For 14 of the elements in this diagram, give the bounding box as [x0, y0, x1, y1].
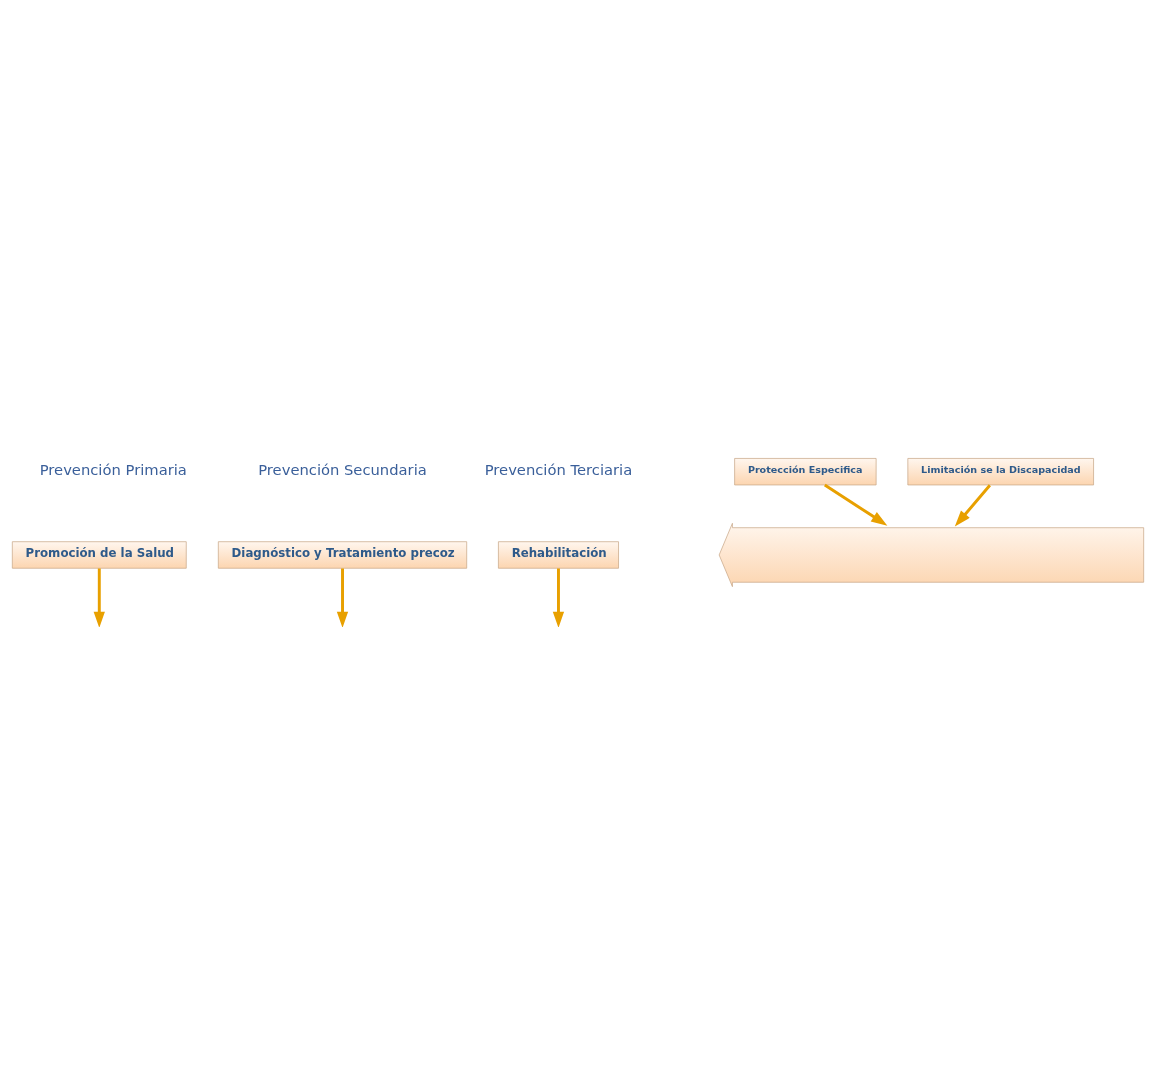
node-box: Diagnóstico y Tratamiento precoz: [217, 541, 468, 569]
arrow: [336, 568, 349, 627]
arrow: [954, 484, 991, 527]
label: Prevención Primaria: [39, 461, 187, 479]
arrow: [552, 568, 565, 627]
label: Prevención Secundaria: [258, 461, 427, 479]
node-box: Limitación se la Discapacidad: [907, 458, 1094, 486]
node-arrow: [718, 522, 1145, 588]
node-box: Promoción de la Salud: [11, 541, 187, 569]
arrow: [824, 483, 888, 526]
node-box: Rehabilitación: [498, 541, 619, 569]
label: Prevención Terciaria: [484, 461, 633, 479]
node-box: Protección Especifica: [734, 458, 877, 486]
arrow: [93, 568, 105, 627]
